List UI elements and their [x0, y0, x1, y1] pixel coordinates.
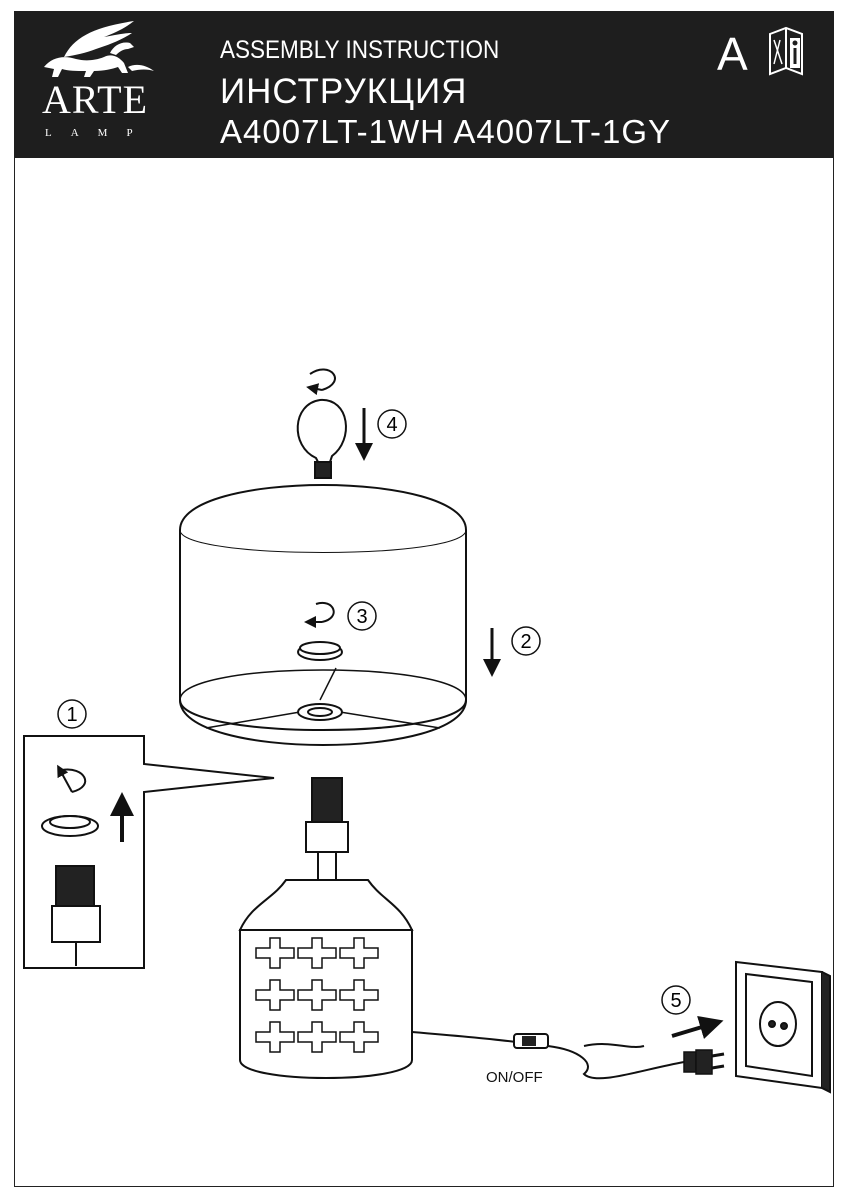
title-english: ASSEMBLY INSTRUCTION: [220, 36, 500, 64]
rotate-arrow-icon: [304, 601, 335, 628]
switch-label: ON/OFF: [486, 1069, 543, 1086]
light-bulb: [296, 398, 347, 479]
brand-wordmark: ARTE: [42, 77, 149, 122]
detail-callout: [23, 735, 275, 969]
power-cord: [411, 1031, 685, 1080]
step-5-label: 5: [670, 990, 681, 1012]
title-russian: ИНСТРУКЦИЯ: [220, 72, 468, 111]
step-markers: 4 3 2 1 5: [57, 409, 691, 1015]
lamp-shade: [179, 484, 467, 746]
step-4-label: 4: [386, 414, 397, 436]
header-bar: [14, 11, 834, 158]
manual-info-icon: [769, 26, 803, 76]
switch-button: [522, 1036, 536, 1046]
step-3-label: 3: [356, 606, 367, 628]
wall-socket: [735, 960, 831, 1094]
plug-icon: [683, 1049, 725, 1075]
model-numbers: A4007LT-1WH A4007LT-1GY: [220, 113, 672, 150]
language-code: A: [717, 28, 748, 80]
lamp-base: [238, 777, 414, 1079]
right-arrow-icon: [671, 1015, 724, 1039]
step-1-label: 1: [66, 704, 77, 726]
griffin-logo-icon: [44, 21, 154, 77]
rotate-arrow-icon: [306, 368, 336, 396]
shade-ring-nut: [297, 641, 343, 661]
base-pattern: [255, 937, 379, 1053]
step-2-label: 2: [520, 631, 531, 653]
brand-subtitle: LAMP: [45, 127, 152, 139]
